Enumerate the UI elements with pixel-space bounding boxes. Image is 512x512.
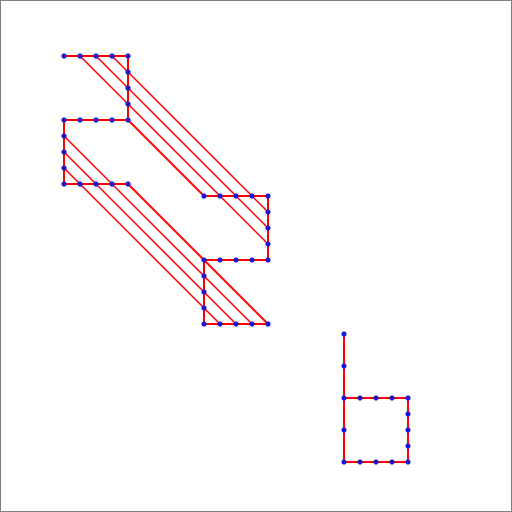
large-polygon — [61, 53, 271, 327]
vertex-point — [77, 117, 83, 123]
vertex-point — [61, 117, 67, 123]
vertex-point — [201, 257, 207, 263]
vertex-point — [265, 241, 271, 247]
hatch-line — [95, 55, 269, 229]
vertex-point — [201, 305, 207, 311]
vertex-point — [233, 257, 239, 263]
vertex-point — [249, 321, 255, 327]
vertex-point — [341, 395, 347, 401]
vertex-point — [405, 459, 411, 465]
vertex-point — [405, 395, 411, 401]
vertex-point — [373, 459, 379, 465]
vertex-point — [341, 459, 347, 465]
shape-outline — [63, 55, 271, 325]
hatch-line — [63, 135, 253, 325]
vertex-point — [341, 331, 347, 337]
vertex-point — [125, 85, 131, 91]
vertex-point — [125, 69, 131, 75]
vertex-point — [265, 257, 271, 263]
vertex-point — [93, 53, 99, 59]
vertex-point — [93, 181, 99, 187]
vertex-point — [201, 193, 207, 199]
vertex-point — [405, 443, 411, 449]
vertex-point — [61, 149, 67, 155]
vertex-point — [357, 459, 363, 465]
vertex-point — [125, 53, 131, 59]
hatch-line — [63, 151, 237, 325]
vertex-point — [109, 117, 115, 123]
vertex-point — [249, 257, 255, 263]
vertex-point — [109, 53, 115, 59]
vertex-point — [61, 165, 67, 171]
vertex-point — [77, 181, 83, 187]
vertex-point — [389, 395, 395, 401]
vertex-point — [265, 209, 271, 215]
vertex-point — [217, 193, 223, 199]
vertex-point — [125, 101, 131, 107]
vertex-point — [61, 133, 67, 139]
vertex-point — [109, 181, 115, 187]
vertex-point — [405, 427, 411, 433]
vertex-point — [373, 395, 379, 401]
vertex-point — [217, 257, 223, 263]
hatch-line — [111, 55, 269, 213]
vertex-point — [249, 193, 255, 199]
vertex-point — [233, 321, 239, 327]
hatch-line — [63, 167, 221, 325]
vertex-point — [217, 321, 223, 327]
vertex-point — [125, 181, 131, 187]
vertex-point — [265, 193, 271, 199]
shapes-layer — [61, 53, 411, 465]
vertex-point — [201, 289, 207, 295]
hatch-line — [79, 55, 269, 245]
vertex-point — [61, 53, 67, 59]
vertex-point — [201, 321, 207, 327]
vertex-point — [405, 411, 411, 417]
vertex-point — [61, 181, 67, 187]
small-polygon — [341, 331, 411, 465]
vertex-point — [389, 459, 395, 465]
vertex-point — [265, 225, 271, 231]
vertex-point — [125, 117, 131, 123]
vertex-point — [357, 395, 363, 401]
vertex-point — [341, 363, 347, 369]
vertex-point — [341, 427, 347, 433]
vertex-point — [77, 53, 83, 59]
vertex-point — [201, 273, 207, 279]
vertex-point — [233, 193, 239, 199]
vertex-point — [93, 117, 99, 123]
vertex-point — [265, 321, 271, 327]
